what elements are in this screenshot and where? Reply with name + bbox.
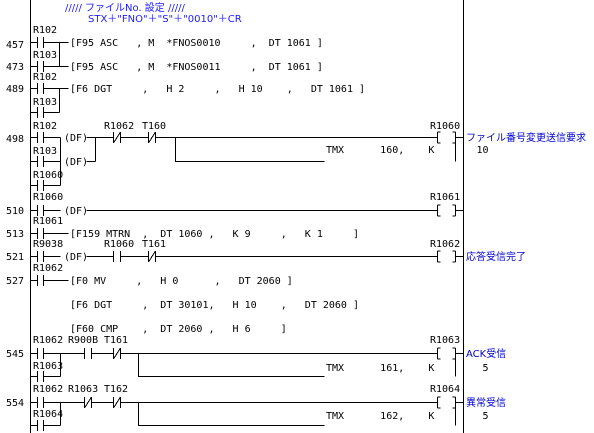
instruction-f95-asc[interactable]: [F95 ASC , M *FNOS0010 , DT 1061 ] bbox=[70, 38, 323, 49]
contact-r1062[interactable] bbox=[30, 397, 85, 408]
rung-527[interactable]: 527 R1062 [F0 MV , H 0 , DT 2060 ] [F6 D… bbox=[6, 263, 359, 335]
coil-r1060[interactable] bbox=[437, 131, 464, 144]
contact-r1060[interactable] bbox=[103, 251, 141, 262]
contact-r1062[interactable] bbox=[30, 348, 85, 359]
rung-510[interactable]: 510 R1060 (DF) R1061 bbox=[6, 192, 464, 217]
contact-label-t162: T162 bbox=[104, 384, 128, 395]
contact-label-r1063: R1063 bbox=[68, 384, 98, 395]
rung-address: 545 bbox=[6, 349, 24, 360]
contact-t161-nc[interactable] bbox=[140, 250, 438, 263]
rung-address: 498 bbox=[6, 134, 24, 145]
contact-label-r1060: R1060 bbox=[33, 192, 63, 203]
contact-r102[interactable] bbox=[30, 37, 60, 48]
coil-label-r1063: R1063 bbox=[430, 335, 460, 346]
contact-t162-nc[interactable] bbox=[113, 396, 438, 409]
contact-label-r1061: R1061 bbox=[33, 216, 63, 227]
contact-label-t161: T161 bbox=[104, 335, 128, 346]
coil-comment-r1064: 異常受信 bbox=[466, 396, 506, 409]
instruction-f60-cmp[interactable]: [F60 CMP , DT 2060 , H 6 ] bbox=[70, 324, 287, 335]
rung-498[interactable]: 498 R102 (DF) R1062 T160 R103 (DF) R1060… bbox=[6, 121, 586, 191]
contact-label-r900b: R900B bbox=[68, 335, 98, 346]
rung-address: 473 bbox=[6, 62, 24, 73]
contact-r1060-self[interactable] bbox=[30, 180, 61, 191]
contact-label-r103: R103 bbox=[33, 146, 57, 157]
contact-r1061[interactable] bbox=[30, 228, 69, 239]
instruction-f159-mtrn[interactable]: [F159 MTRN , DT 1060 , K 9 , K 1 ] bbox=[70, 229, 359, 240]
rung-473[interactable]: 473 [F95 ASC , M *FNOS0011 , DT 1061 ] bbox=[6, 62, 323, 73]
coil-comment-r1062: 応答受信完了 bbox=[466, 250, 526, 263]
comment-line-2: STX＋"FNO"＋"S"＋"0010"＋CR bbox=[88, 14, 242, 25]
contact-r103[interactable] bbox=[30, 107, 60, 118]
rung-address: 489 bbox=[6, 84, 24, 95]
contact-t161-nc[interactable] bbox=[113, 347, 438, 360]
contact-r1062[interactable] bbox=[30, 275, 69, 286]
contact-r102[interactable] bbox=[30, 132, 61, 143]
contact-label-r1063: R1063 bbox=[33, 361, 63, 372]
contact-label-t161: T161 bbox=[142, 239, 166, 250]
contact-r1063-nc[interactable] bbox=[84, 396, 114, 409]
coil-r1063[interactable] bbox=[437, 347, 464, 360]
df-label: (DF) bbox=[64, 157, 88, 168]
coil-label-r1060: R1060 bbox=[430, 121, 460, 132]
df-label: (DF) bbox=[64, 206, 88, 217]
instruction-f95-asc[interactable]: [F95 ASC , M *FNOS0011 , DT 1061 ] bbox=[70, 62, 323, 73]
contact-label-r102: R102 bbox=[33, 72, 57, 83]
rung-address: 527 bbox=[6, 276, 24, 287]
contact-label-r1064: R1064 bbox=[33, 409, 63, 420]
df-label: (DF) bbox=[64, 252, 88, 263]
coil-r1064[interactable] bbox=[437, 396, 464, 409]
instruction-f6-dgt[interactable]: [F6 DGT , DT 30101, H 10 , DT 2060 ] bbox=[70, 300, 359, 311]
coil-r1061[interactable] bbox=[437, 204, 464, 217]
contact-label-r102: R102 bbox=[33, 121, 57, 132]
instruction-f6-dgt[interactable]: [F6 DGT , H 2 , H 10 , DT 1061 ] bbox=[70, 84, 365, 95]
comment-line-1: ///// ファイルNo. 設定 ///// bbox=[65, 1, 185, 14]
rung-489[interactable]: 489 R102 R103 [F6 DGT , H 2 , H 10 , DT … bbox=[6, 72, 365, 118]
rung-address: 554 bbox=[6, 398, 24, 409]
timer-tmx-161[interactable]: TMX 161, K 5 bbox=[326, 363, 489, 374]
contact-label-r103: R103 bbox=[33, 97, 57, 108]
rung-513[interactable]: 513 R1061 [F159 MTRN , DT 1060 , K 9 , K… bbox=[6, 216, 359, 240]
rung-address: 513 bbox=[6, 229, 24, 240]
contact-t160-nc[interactable] bbox=[140, 131, 176, 144]
coil-label-r1064: R1064 bbox=[430, 384, 460, 395]
coil-comment-r1060: ファイル番号変更送信要求 bbox=[466, 131, 586, 144]
contact-label-r103: R103 bbox=[33, 50, 57, 61]
contact-label-r1062: R1062 bbox=[33, 384, 63, 395]
contact-label-r1060: R1060 bbox=[104, 239, 134, 250]
rung-457[interactable]: 457 R102 R103 [F95 ASC , M *FNOS0010 , D… bbox=[6, 25, 323, 72]
contact-label-r1062: R1062 bbox=[33, 335, 63, 346]
contact-r9038[interactable] bbox=[30, 251, 61, 262]
coil-r1062[interactable] bbox=[437, 250, 464, 263]
rung-address: 457 bbox=[6, 40, 24, 51]
rung-address: 510 bbox=[6, 206, 24, 217]
contact-r103[interactable] bbox=[30, 61, 60, 72]
contact-label-r1062: R1062 bbox=[33, 263, 63, 274]
contact-r1062-nc[interactable] bbox=[103, 131, 141, 144]
contact-label-r102: R102 bbox=[33, 25, 57, 36]
coil-label-r1061: R1061 bbox=[430, 192, 460, 203]
contact-label-r1062: R1062 bbox=[104, 121, 134, 132]
contact-r102[interactable] bbox=[30, 83, 60, 94]
coil-comment-r1063: ACK受信 bbox=[466, 348, 506, 360]
rung-554[interactable]: 554 R1062 R1063 T162 R1064 TMX 162, K 5 … bbox=[6, 384, 506, 431]
contact-label-r1060: R1060 bbox=[33, 170, 63, 181]
contact-r1063-self[interactable] bbox=[30, 371, 61, 382]
contact-r1060[interactable] bbox=[30, 205, 61, 216]
rung-545[interactable]: 545 R1062 R900B T161 R1063 TMX 161, K 5 … bbox=[6, 335, 506, 382]
rung-address: 521 bbox=[6, 252, 24, 263]
contact-label-r9038: R9038 bbox=[33, 239, 63, 250]
contact-r900b[interactable] bbox=[84, 348, 114, 359]
contact-r1064-self[interactable] bbox=[30, 420, 61, 431]
coil-label-r1062: R1062 bbox=[430, 239, 460, 250]
contact-r103[interactable] bbox=[30, 156, 61, 167]
timer-tmx-160[interactable]: TMX 160, K 10 bbox=[326, 145, 489, 156]
timer-tmx-162[interactable]: TMX 162, K 5 bbox=[326, 411, 489, 422]
contact-label-t160: T160 bbox=[142, 121, 166, 132]
instruction-f0-mv[interactable]: [F0 MV , H 0 , DT 2060 ] bbox=[70, 276, 293, 287]
df-label: (DF) bbox=[64, 133, 88, 144]
rung-521[interactable]: 521 R9038 (DF) R1060 T161 R1062 応答受信完了 bbox=[6, 239, 526, 263]
